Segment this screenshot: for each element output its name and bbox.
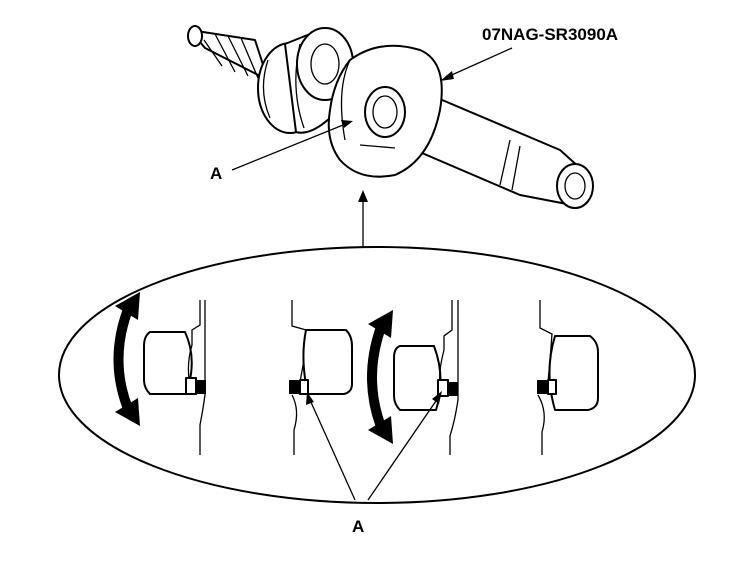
tool-number-label: 07NAG-SR3090A bbox=[482, 25, 618, 44]
part-a-callout-top: A bbox=[210, 120, 353, 183]
splined-shaft-end bbox=[187, 25, 269, 81]
shaft-assembly bbox=[187, 25, 594, 209]
part-a-label-bottom: A bbox=[352, 517, 364, 536]
curved-double-arrow-icon bbox=[113, 292, 140, 426]
tool-number-callout: 07NAG-SR3090A bbox=[440, 25, 618, 81]
detail-oval bbox=[58, 246, 696, 504]
seal-position-1 bbox=[143, 300, 206, 455]
up-arrow-icon bbox=[358, 190, 368, 248]
curved-double-arrow-icon bbox=[367, 310, 393, 444]
seal-installer-tool bbox=[327, 44, 443, 178]
part-a-callout-bottom: A bbox=[306, 391, 442, 536]
seal-position-4 bbox=[537, 300, 599, 455]
seal-position-2 bbox=[289, 300, 353, 455]
seal-position-3 bbox=[393, 300, 459, 455]
part-a-label-top: A bbox=[210, 164, 222, 183]
